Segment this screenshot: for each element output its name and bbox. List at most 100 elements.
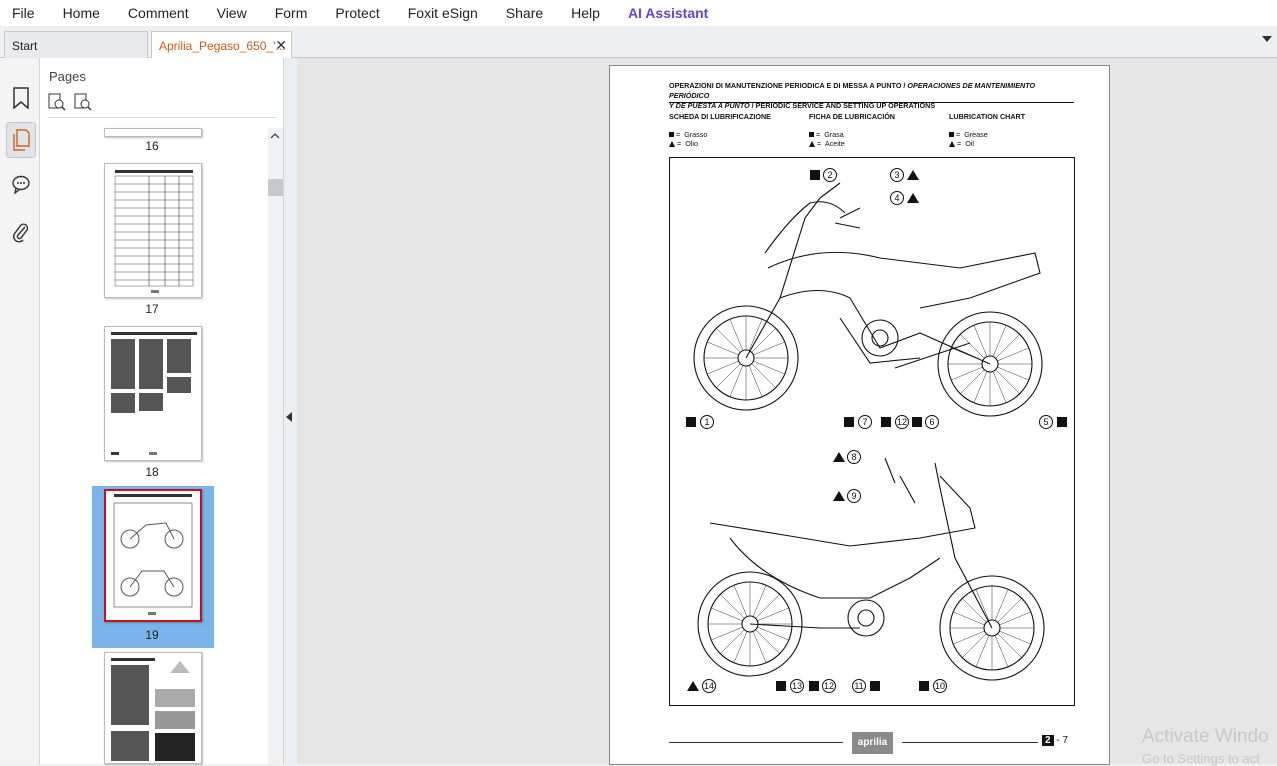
wheel-spoke: [716, 363, 741, 388]
bookmark-button[interactable]: [6, 80, 36, 116]
wheel-spoke: [997, 366, 1029, 381]
menu-form[interactable]: Form: [274, 5, 308, 21]
wheel-spoke: [975, 589, 990, 621]
panel-divider[interactable]: [283, 58, 297, 764]
legend-heading: SCHEDA DI LUBRIFICAZIONE: [669, 112, 771, 121]
wheel-spoke: [757, 626, 789, 641]
pages-button[interactable]: [6, 122, 36, 158]
close-icon[interactable]: ✕: [275, 37, 287, 53]
wheel-spoke: [995, 369, 1020, 394]
page-thumbnail-20[interactable]: [104, 652, 202, 764]
menu-ai-assistant[interactable]: AI Assistant: [627, 5, 709, 21]
tab-document[interactable]: Aprilia_Pegaso_650_'... ✕: [151, 31, 292, 59]
wheel-spoke: [755, 629, 780, 654]
callout-14: 14: [704, 681, 714, 691]
paperclip-icon: [12, 223, 29, 243]
scroll-up-icon[interactable]: [270, 133, 280, 139]
callout-10: 10: [935, 681, 945, 691]
wheel-spoke: [953, 630, 985, 645]
legend-column-es: FICHA DE LUBRICACIÓN = Grasa = Aceite: [809, 112, 895, 148]
panel-separator: [48, 117, 276, 118]
page-heading: OPERAZIONI DI MANUTENZIONE PERIODICA E D…: [669, 81, 1074, 111]
tab-start[interactable]: Start: [4, 31, 148, 58]
panel-tools: [48, 93, 92, 111]
callout-6: 6: [929, 417, 934, 427]
wheel-spoke: [733, 585, 748, 617]
page-zoom-out-icon[interactable]: [74, 93, 92, 111]
thumbnail-text-graphic: [111, 332, 197, 455]
thumbnail-scrollbar-thumb[interactable]: [268, 179, 283, 196]
legend-oil: Aceite: [824, 139, 845, 148]
bookmark-icon: [13, 87, 29, 109]
chevron-down-icon[interactable]: [1262, 36, 1272, 42]
aprilia-logo: aprilia: [852, 732, 893, 754]
menu-foxit-esign[interactable]: Foxit eSign: [407, 5, 478, 21]
wheel-spoke: [711, 626, 743, 641]
page-thumbnail-16[interactable]: [104, 128, 202, 137]
legend-grease: Grasa: [824, 130, 844, 139]
chapter-number: 2: [1042, 735, 1054, 746]
menu-help[interactable]: Help: [571, 5, 600, 21]
callout-1: 1: [704, 417, 709, 427]
thumbnail-label-17: 17: [145, 302, 159, 316]
callout-2: 2: [827, 170, 832, 180]
wheel-spoke: [748, 365, 763, 397]
thumbnail-scrollbar[interactable]: [268, 128, 283, 764]
wheel-spoke: [733, 631, 748, 663]
menu-home[interactable]: Home: [62, 5, 100, 21]
title-italian: OPERAZIONI DI MANUTENZIONE PERIODICA E D…: [669, 81, 902, 90]
heading-rule: [669, 102, 1074, 103]
title-spanish-2: Y DE PUESTA A PUNTO: [669, 101, 750, 110]
menu-bar: File Home Comment View Form Protect Foxi…: [0, 0, 1277, 26]
menu-file[interactable]: File: [12, 5, 35, 21]
page-thumbnail-19[interactable]: [104, 489, 202, 622]
thumbnail-label-19: 19: [145, 628, 159, 642]
comments-button[interactable]: [6, 166, 36, 202]
wheel-spoke: [729, 365, 744, 397]
callout-12-bottom: 12: [824, 681, 834, 691]
menu-comment[interactable]: Comment: [127, 5, 189, 21]
legend-heading: FICHA DE LUBRICACIÓN: [809, 112, 895, 121]
tab-bar: Start Aprilia_Pegaso_650_'... ✕: [0, 26, 1277, 59]
title-spanish-1: OPERACIONES DE MANTENIMIENTO PERIÓDICO: [669, 81, 1036, 100]
menu-share[interactable]: Share: [505, 5, 544, 21]
wheel-spoke: [960, 334, 985, 359]
callout-13: 13: [792, 681, 802, 691]
tab-document-label: Aprilia_Pegaso_650_'...: [159, 39, 286, 53]
footer-rule-left: [669, 742, 843, 743]
pages-icon: [13, 129, 30, 151]
page-thumbnail-17[interactable]: [104, 163, 202, 298]
wheel-spoke: [999, 630, 1031, 645]
callout-5: 5: [1043, 417, 1048, 427]
wheel-spoke: [995, 334, 1020, 359]
wheel-spoke: [997, 347, 1029, 362]
wheel-spoke: [992, 371, 1007, 403]
thumbnail-mixed-graphic: [111, 658, 195, 761]
menu-view[interactable]: View: [216, 5, 247, 21]
comment-icon: [12, 175, 30, 194]
callout-4: 4: [894, 193, 899, 203]
wheel-spoke: [997, 598, 1022, 623]
panel-title: Pages: [49, 69, 86, 84]
wheel-spoke: [753, 341, 785, 356]
wheel-spoke: [999, 611, 1031, 626]
wheel-spoke: [960, 369, 985, 394]
tab-start-label: Start: [12, 39, 38, 53]
legend-heading: LUBRICATION CHART: [949, 112, 1026, 121]
callout-12: 12: [897, 417, 907, 427]
pdf-page: OPERAZIONI DI MANUTENZIONE PERIODICA E D…: [609, 65, 1110, 765]
thumbnail-label-18: 18: [145, 465, 159, 479]
lubrication-figure: 2 3 4 1 7 12 6 5 8 9 14 13 12 11 10: [669, 157, 1075, 706]
wheel-spoke: [752, 631, 767, 663]
page-thumbnail-18[interactable]: [104, 326, 202, 461]
collapse-panel-icon[interactable]: [286, 412, 292, 422]
attachments-button[interactable]: [6, 214, 36, 250]
left-rail: [0, 58, 40, 764]
menu-protect[interactable]: Protect: [335, 5, 380, 21]
activate-windows-watermark: Activate Windo: [1142, 726, 1269, 747]
wheel-spoke: [751, 363, 776, 388]
callout-11: 11: [854, 681, 863, 691]
wheel-spoke: [951, 366, 983, 381]
thumbnail-label-16: 16: [145, 139, 159, 153]
page-zoom-in-icon[interactable]: [48, 93, 66, 111]
